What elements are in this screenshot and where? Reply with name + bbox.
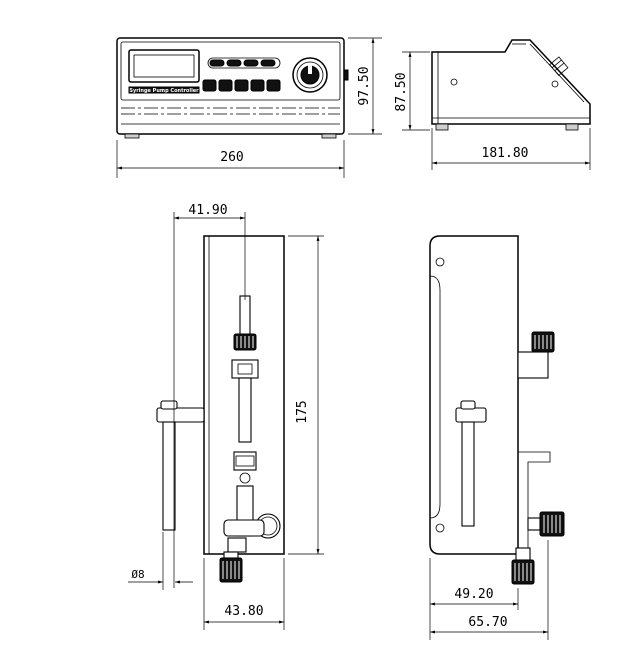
controller-side-view: 87.50 181.80: [394, 39, 591, 170]
base-dimension: 43.80: [224, 604, 263, 619]
offset-dimension: 41.90: [188, 203, 227, 218]
depth-dimension: 181.80: [482, 146, 529, 161]
side-nut-lower: [527, 511, 565, 537]
pump-side-view: 49.20 65.70: [429, 235, 565, 640]
side-height-dimension: 87.50: [394, 72, 409, 111]
device-label: Syringe Pump Controller: [129, 88, 199, 94]
control-buttons-bottom: [202, 79, 281, 92]
controller-front-view: Syringe Pump Controller 260 97.50: [116, 37, 382, 178]
pump-front-view: 41.90 175 Ø8 43.80: [128, 203, 324, 630]
control-buttons-top: [207, 57, 281, 69]
bottom-nut: [219, 551, 243, 583]
width-dimension: 260: [220, 150, 243, 165]
side-dim-b: 65.70: [468, 615, 507, 630]
side-bottom-nut: [511, 547, 535, 585]
height-dimension: 97.50: [357, 66, 372, 105]
height-175-dimension: 175: [295, 400, 310, 423]
control-knob: [292, 57, 328, 93]
side-connector: [549, 56, 569, 76]
side-nut-upper: [531, 331, 555, 353]
side-dim-a: 49.20: [454, 587, 493, 602]
rod-diameter-dimension: Ø8: [131, 568, 144, 581]
